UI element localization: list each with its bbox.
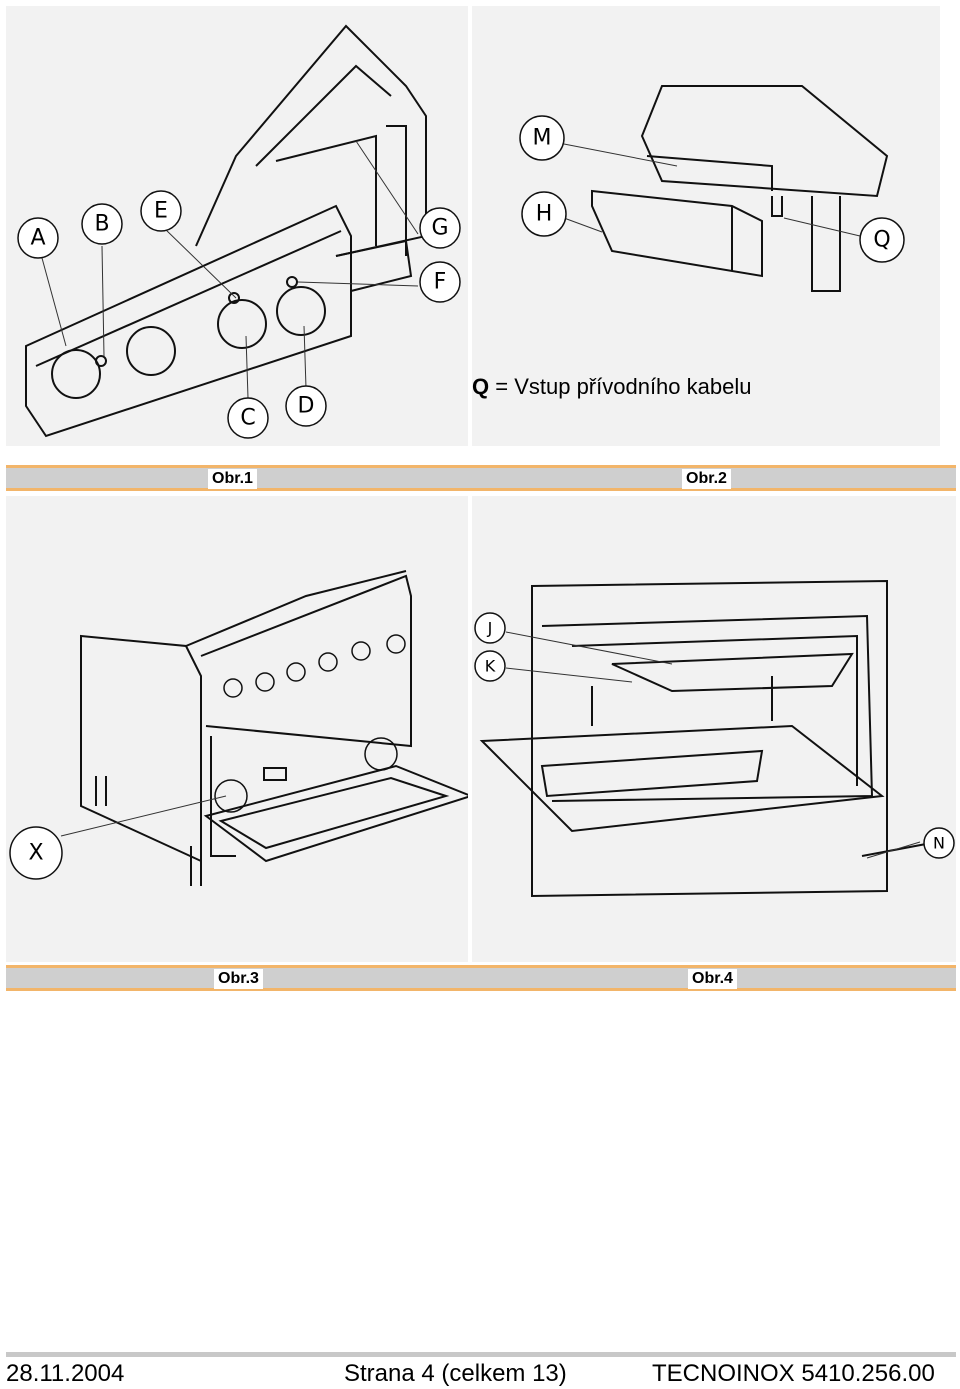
- callout-d: [285, 385, 327, 427]
- note-text: = Vstup přívodního kabelu: [489, 374, 752, 399]
- label-m: M: [533, 126, 552, 151]
- callout-q: [859, 217, 905, 263]
- oven-interior-drawing: J K N: [474, 579, 955, 898]
- control-panel-drawing: A B E G F C D: [17, 24, 461, 439]
- caption-bar-bottom: Obr.3 Obr.4: [6, 965, 956, 991]
- callout-j: [474, 612, 506, 644]
- cable-entry-note: Q = Vstup přívodního kabelu: [472, 374, 751, 400]
- callout-x: [9, 826, 63, 880]
- callout-g: [419, 207, 461, 249]
- oven-door-drawing: X: [9, 570, 468, 886]
- callout-m: [519, 115, 565, 161]
- label-d: D: [298, 394, 315, 419]
- figure-2-rear-panel: M H Q: [472, 6, 940, 446]
- label-x: X: [28, 841, 43, 866]
- callout-b: [81, 203, 123, 245]
- label-q: Q: [873, 228, 890, 253]
- footer-page-number: Strana 4 (celkem 13): [344, 1360, 567, 1387]
- rear-panel-drawing: M H Q: [519, 85, 905, 292]
- callout-c: [227, 397, 269, 439]
- callout-k: [474, 650, 506, 682]
- label-f: F: [434, 270, 447, 295]
- label-j: J: [487, 619, 493, 638]
- callout-e: [140, 190, 182, 232]
- label-k: K: [485, 657, 496, 676]
- label-c: C: [240, 406, 255, 431]
- callout-n: [923, 827, 955, 859]
- label-g: G: [431, 216, 448, 241]
- label-n: N: [933, 834, 945, 853]
- callout-a: [17, 217, 59, 259]
- figure-4-oven-interior: J K N: [472, 496, 956, 962]
- caption-obr1: Obr.1: [208, 469, 257, 489]
- label-a: A: [30, 226, 45, 251]
- callout-h: [521, 191, 567, 237]
- caption-bar-top: Obr.1 Obr.2: [6, 465, 956, 491]
- label-h: H: [536, 202, 553, 227]
- caption-obr2: Obr.2: [682, 469, 731, 489]
- caption-obr3: Obr.3: [214, 969, 263, 989]
- label-b: B: [94, 212, 109, 237]
- footer-document-id: TECNOINOX 5410.256.00: [652, 1360, 935, 1387]
- caption-obr4: Obr.4: [688, 969, 737, 989]
- footer-date: 28.11.2004: [6, 1360, 125, 1387]
- note-key: Q: [472, 374, 490, 399]
- footer-rule: [6, 1352, 956, 1357]
- figure-3-oven-door-open: X: [6, 496, 468, 962]
- callout-f: [419, 261, 461, 303]
- label-e: E: [154, 199, 168, 224]
- figure-1-control-panel: A B E G F C D: [6, 6, 468, 446]
